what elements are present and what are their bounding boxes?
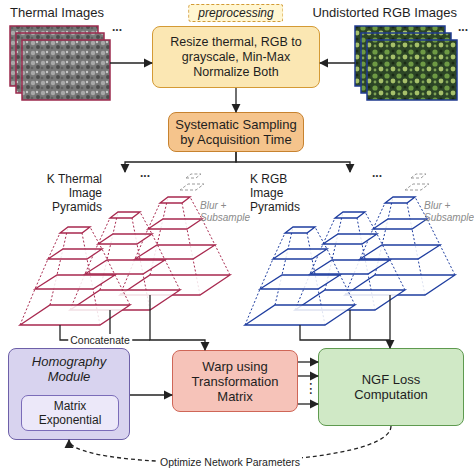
edge-label: Optimize Network Parameters <box>158 456 302 468</box>
process-box: NGF Loss Computation <box>318 348 464 426</box>
process-box: Systematic Sampling by Acquisition Time <box>168 112 304 152</box>
annotation: ... <box>140 166 160 180</box>
node-heading: preprocessing <box>188 4 283 22</box>
edge-label: Concatenate <box>68 334 132 346</box>
image-stack: Undistorted RGB Images <box>355 26 457 100</box>
annotation: ... <box>112 20 132 34</box>
annotation: Blur + Subsample <box>200 200 246 224</box>
pyramid-group: K RGB Image Pyramids <box>245 172 460 327</box>
module-box: Homography ModuleMatrix Exponential <box>8 348 130 440</box>
annotation: ... <box>372 166 392 180</box>
node-text: K Thermal Image Pyramids <box>30 172 102 214</box>
node-text: Thermal Images <box>10 5 104 20</box>
pyramid-group: K Thermal Image Pyramids <box>20 172 235 327</box>
node-text: K RGB Image Pyramids <box>250 172 322 214</box>
node-text: NGF Loss Computation <box>324 372 458 402</box>
connector-arrow <box>150 327 205 350</box>
node-text: Matrix Exponential <box>27 399 113 427</box>
connector-arrow <box>110 62 152 63</box>
connector-arrow <box>298 403 318 404</box>
submodule-box: Matrix Exponential <box>21 395 119 431</box>
node-text: Systematic Sampling by Acquisition Time <box>174 117 298 147</box>
connector-arrow <box>236 152 350 172</box>
connector-arrow <box>130 394 172 395</box>
node-text: Resize thermal, RGB to grayscale, Min-Ma… <box>158 35 314 80</box>
image-stack: Thermal Images <box>10 26 110 100</box>
annotation: ⋮ <box>304 380 314 396</box>
process-box: Warp using Transformation Matrix <box>172 350 298 412</box>
connector-arrow <box>298 375 318 376</box>
annotation: ... <box>458 20 474 34</box>
connector-arrow <box>389 327 390 348</box>
connector-arrow <box>320 62 355 63</box>
node-text: Homography Module <box>14 354 124 384</box>
process-box: preprocessingResize thermal, RGB to gray… <box>152 26 320 88</box>
annotation: Blur + Subsample <box>424 200 474 224</box>
node-text: Undistorted RGB Images <box>312 5 457 20</box>
connector-arrow <box>298 361 318 362</box>
connector-arrow <box>235 88 236 112</box>
node-text: Warp using Transformation Matrix <box>178 359 292 404</box>
